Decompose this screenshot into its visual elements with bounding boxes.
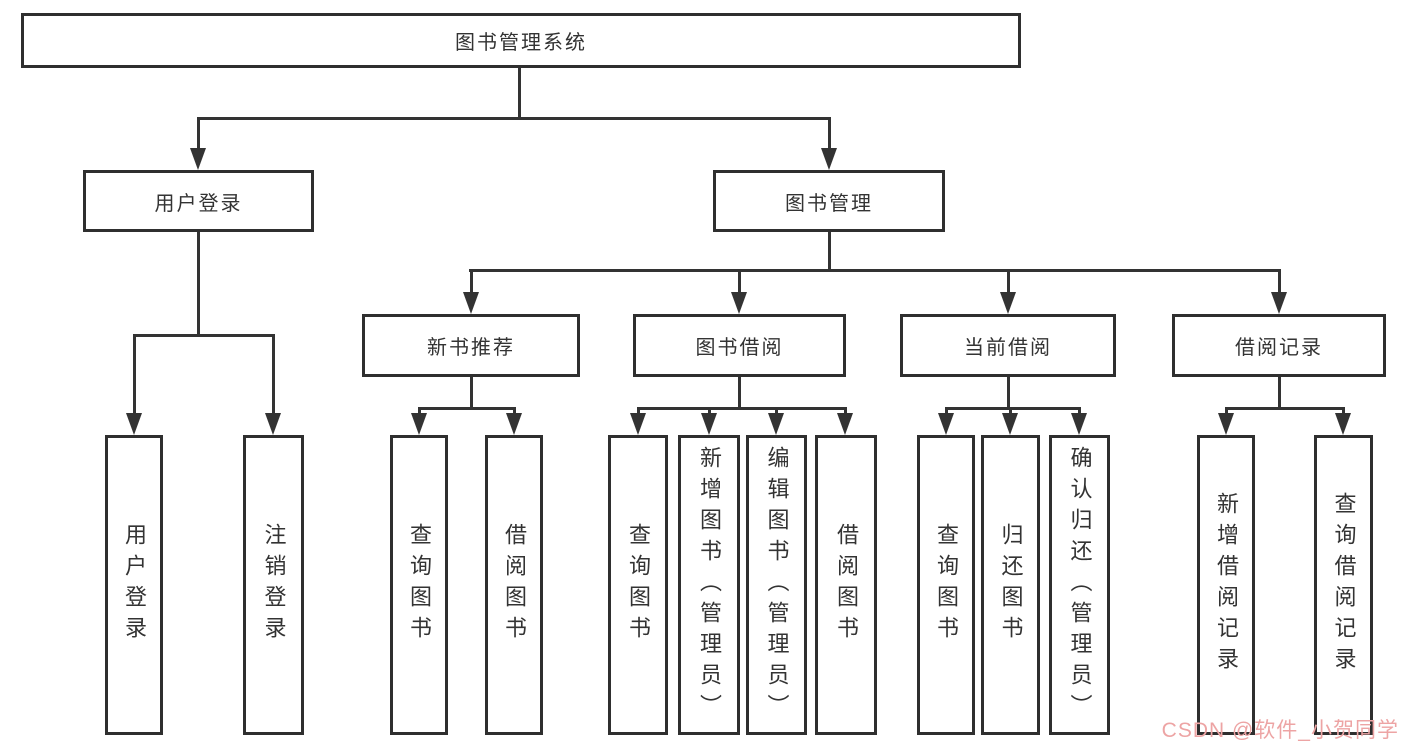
arrow-down-icon [837,413,853,435]
connector-line [518,68,521,118]
arrow-down-icon [938,413,954,435]
arrow-down-icon [1271,292,1287,314]
node-user-login-action-label: 用户登录 [122,523,147,647]
connector-line [945,407,1081,410]
connector-line [637,407,847,410]
arrow-down-icon [190,148,206,170]
node-book-management-label: 图书管理 [785,192,873,215]
arrow-down-icon [1071,413,1087,435]
node-borrowing-records-label: 借阅记录 [1235,337,1323,359]
connector-line [133,334,275,337]
connector-line [844,407,847,416]
node-user-login-action: 用户登录 [105,435,163,735]
node-return-books: 归还图书 [981,435,1040,735]
connector-line [828,232,831,270]
arrow-down-icon [265,413,281,435]
arrow-down-icon [126,413,142,435]
node-query-borrow-record-label: 查询借阅记录 [1331,492,1357,678]
connector-line [1342,407,1345,416]
arrow-down-icon [821,148,837,170]
node-edit-books-admin: 编辑图书（管理员） [746,435,807,735]
node-query-books-borrowing: 查询图书 [608,435,668,735]
connector-line [828,117,831,150]
connector-line [1078,407,1081,416]
node-root-label: 图书管理系统 [455,32,587,54]
connector-line [708,407,711,416]
connector-line [1007,377,1010,408]
node-borrow-books-borrowing: 借阅图书 [815,435,877,735]
arrow-down-icon [463,292,479,314]
connector-line [469,269,1281,272]
node-logout-action: 注销登录 [243,435,304,735]
node-root: 图书管理系统 [21,13,1021,68]
node-borrow-books-recommend-label: 借阅图书 [502,523,527,647]
arrow-down-icon [1002,413,1018,435]
node-book-borrowing: 图书借阅 [633,314,846,377]
connector-line [637,407,640,416]
arrow-down-icon [411,413,427,435]
arrow-down-icon [1218,413,1234,435]
node-current-borrowing-label: 当前借阅 [964,337,1052,359]
node-add-books-admin-label: 新增图书（管理员） [697,445,722,725]
connector-line [738,269,741,294]
connector-line [470,377,473,408]
arrow-down-icon [701,413,717,435]
connector-line [738,377,741,408]
connector-line [272,334,275,415]
node-add-borrow-record-label: 新增借阅记录 [1214,492,1239,678]
node-add-borrow-record: 新增借阅记录 [1197,435,1255,735]
node-add-books-admin: 新增图书（管理员） [678,435,740,735]
connector-line [197,117,831,120]
connector-line [197,232,200,335]
node-query-books-current-label: 查询图书 [934,523,959,647]
arrow-down-icon [630,413,646,435]
connector-line [1225,407,1345,410]
connector-line [418,407,516,410]
node-new-book-recommend: 新书推荐 [362,314,580,377]
node-user-login: 用户登录 [83,170,314,232]
node-query-books-borrowing-label: 查询图书 [626,523,651,647]
node-borrow-books-borrowing-label: 借阅图书 [834,523,859,647]
connector-line [470,269,473,294]
connector-line [197,117,200,150]
node-book-borrowing-label: 图书借阅 [695,337,784,359]
connector-line [1009,407,1012,416]
connector-line [1225,407,1228,416]
node-return-books-label: 归还图书 [998,523,1024,647]
node-new-book-recommend-label: 新书推荐 [427,337,515,359]
node-borrow-books-recommend: 借阅图书 [485,435,543,735]
node-query-books-recommend-label: 查询图书 [407,523,432,647]
node-edit-books-admin-label: 编辑图书（管理员） [764,445,790,725]
connector-line [1278,269,1281,294]
connector-line [945,407,948,416]
node-borrowing-records: 借阅记录 [1172,314,1386,377]
node-book-management: 图书管理 [713,170,945,232]
node-confirm-return-admin-label: 确认归还（管理员） [1067,445,1093,725]
arrow-down-icon [506,413,522,435]
node-current-borrowing: 当前借阅 [900,314,1116,377]
arrow-down-icon [1335,413,1351,435]
arrow-down-icon [768,413,784,435]
connector-line [513,407,516,416]
node-logout-action-label: 注销登录 [261,523,287,647]
node-confirm-return-admin: 确认归还（管理员） [1049,435,1110,735]
csdn-watermark: CSDN @软件_小贺同学 [1161,719,1399,742]
arrow-down-icon [731,292,747,314]
connector-line [1007,269,1010,294]
node-user-login-label: 用户登录 [154,192,243,215]
node-query-books-recommend: 查询图书 [390,435,448,735]
node-query-borrow-record: 查询借阅记录 [1314,435,1373,735]
node-query-books-current: 查询图书 [917,435,975,735]
connector-line [1278,377,1281,408]
connector-line [418,407,421,416]
connector-line [133,334,136,415]
connector-line [775,407,778,416]
arrow-down-icon [1000,292,1016,314]
